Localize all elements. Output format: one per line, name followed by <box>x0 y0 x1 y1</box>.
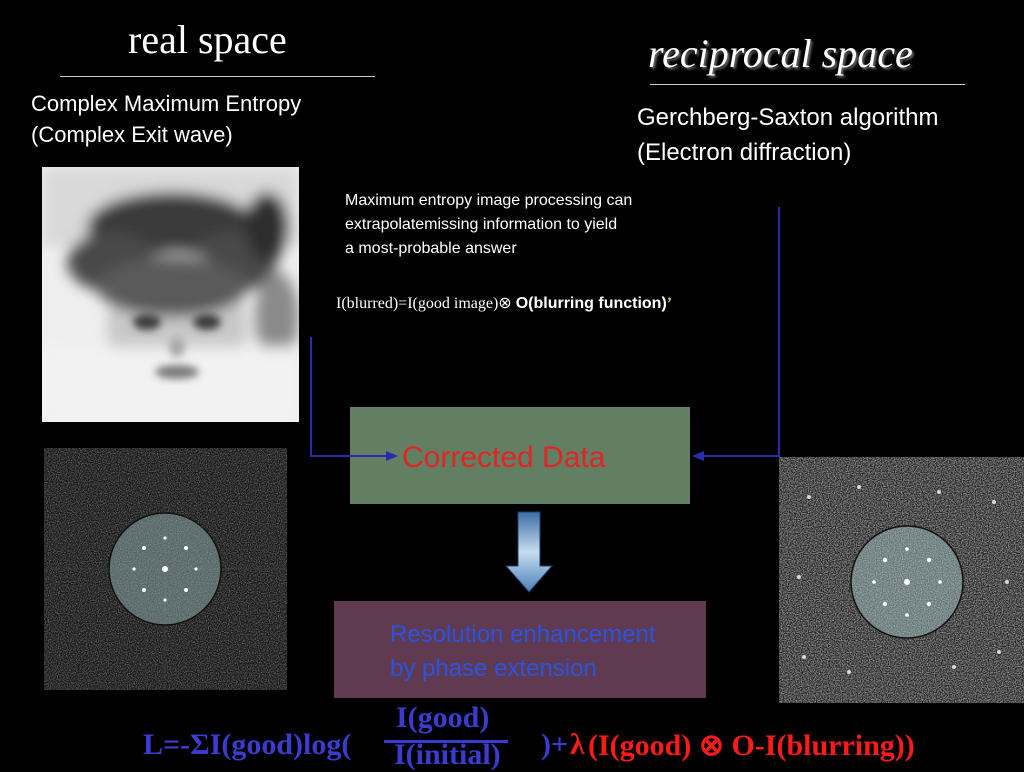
resolution-line1: Resolution enhancement <box>390 621 656 648</box>
real-space-subtitle-line1: Complex Maximum Entropy <box>31 91 302 116</box>
reciprocal-space-title: reciprocal space <box>648 31 913 76</box>
corrected-data-label: Corrected Data <box>402 441 606 474</box>
reciprocal-space-subtitle-line1: Gerchberg-Saxton algorithm <box>637 104 939 131</box>
real-space-title: real space <box>128 17 287 62</box>
note-line1: Maximum entropy image processing can <box>345 192 633 209</box>
right-connector-arrowhead <box>692 451 704 461</box>
blurring-equation-sans: O(blurring function) <box>515 295 667 312</box>
real-space-subtitle: Complex Maximum Entropy (Complex Exit wa… <box>31 88 301 150</box>
resolution-enhancement-box <box>334 601 706 698</box>
note-line2: extrapolatemissing information to yield <box>345 216 618 233</box>
left-connector-arrowhead <box>386 451 398 461</box>
right-connector <box>700 207 780 457</box>
blurring-equation-tick: ’ <box>666 295 673 312</box>
real-space-subtitle-line2: (Complex Exit wave) <box>31 122 233 147</box>
blurring-equation: I(blurred)=I(good image)⊗ O(blurring fun… <box>336 293 672 313</box>
reciprocal-space-subtitle-line2: (Electron diffraction) <box>637 139 852 166</box>
max-entropy-note: Maximum entropy image processing can ext… <box>345 189 632 261</box>
left-title-rule <box>60 76 375 77</box>
diffraction-pattern-right <box>779 457 1024 703</box>
corrected-data-box <box>350 407 690 504</box>
resolution-enhancement-label: Resolution enhancement by phase extensio… <box>390 618 656 686</box>
down-arrow-icon <box>504 511 554 593</box>
blurred-child-photo <box>42 167 299 422</box>
note-line3: a most-probable answer <box>345 240 517 257</box>
left-connector <box>310 337 392 457</box>
resolution-line2: by phase extension <box>390 655 597 682</box>
reciprocal-space-subtitle: Gerchberg-Saxton algorithm (Electron dif… <box>637 100 938 170</box>
fft-pattern-left <box>44 448 287 690</box>
right-title-rule <box>650 84 965 85</box>
blurring-equation-serif: I(blurred)=I(good image)⊗ <box>336 295 516 312</box>
